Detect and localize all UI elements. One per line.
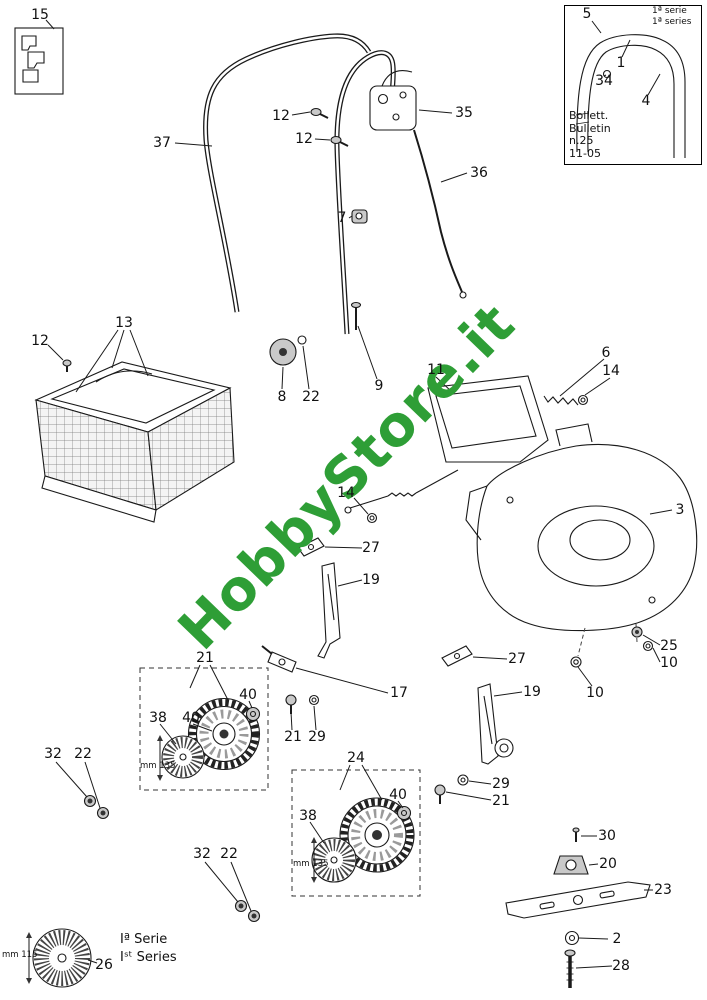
callout-32: 32: [44, 746, 62, 762]
callout-22: 22: [220, 846, 238, 862]
callout-38: 38: [149, 710, 167, 726]
lever-bolts-right: [434, 774, 492, 804]
callout-29: 29: [308, 729, 326, 745]
bulletin-note: Bollett. Bulletin n.25 11-05: [569, 109, 611, 160]
callout-21: 21: [196, 650, 214, 666]
callout-17: 17: [390, 685, 408, 701]
lever-bolts-left: [285, 694, 320, 731]
callout-12: 12: [272, 108, 290, 124]
handle-bolt: [350, 301, 378, 380]
callout-19: 19: [523, 684, 541, 700]
callout-21: 21: [284, 729, 302, 745]
callout-29: 29: [492, 776, 510, 792]
callout-23: 23: [654, 882, 672, 898]
fasteners-set-a: [55, 761, 110, 820]
callout-22: 22: [302, 389, 320, 405]
callout-11: 11: [427, 362, 445, 378]
handle-knob: [269, 335, 310, 390]
series-note-line2: Iˢᵗ Series: [120, 950, 177, 965]
handlebar: [174, 33, 396, 335]
wheel-diameter-note-right: mm 135: [293, 859, 329, 869]
callout-38: 38: [299, 808, 317, 824]
callout-10: 10: [586, 685, 604, 701]
callout-3: 3: [675, 502, 685, 518]
inset-panel-border: [564, 5, 702, 165]
callout-9: 9: [374, 378, 384, 394]
callout-35: 35: [455, 105, 473, 121]
wheel-kit-left: [139, 664, 269, 791]
callout-20: 20: [599, 856, 617, 872]
callout-32: 32: [193, 846, 211, 862]
callout-15: 15: [31, 7, 49, 23]
inset-handle-drawing: [575, 20, 686, 158]
bulletin-line: n.25: [569, 134, 594, 147]
callout-13: 13: [115, 315, 133, 331]
callout-2: 2: [612, 931, 622, 947]
callout-40: 40: [239, 687, 257, 703]
callout-27: 27: [362, 540, 380, 556]
blade-assembly: [505, 827, 653, 988]
callout-37: 37: [153, 135, 171, 151]
pivot-assembly: [261, 645, 389, 694]
callout-14: 14: [602, 363, 620, 379]
bulletin-line: Bulletin: [569, 121, 611, 135]
callout-40: 40: [389, 787, 407, 803]
callout-40: 40: [182, 710, 200, 726]
handle-screws: [291, 107, 349, 147]
deck-hardware: [570, 626, 661, 687]
wheel-diameter-note-left: mm 135: [140, 761, 176, 771]
callout-30: 30: [598, 828, 616, 844]
callout-25: 25: [660, 638, 678, 654]
series-disc: [26, 928, 98, 988]
callout-1: 1: [616, 55, 626, 71]
throttle-cable: [413, 129, 468, 299]
callout-21: 21: [492, 793, 510, 809]
callout-8: 8: [277, 389, 287, 405]
callout-6: 6: [601, 345, 611, 361]
rear-flap: [344, 375, 549, 524]
height-lever-left: [317, 562, 363, 659]
height-bracket-right: [441, 645, 508, 667]
clip-kit-box: [14, 19, 64, 95]
callout-4: 4: [641, 93, 651, 109]
inset-series-line1: 1ª serie: [652, 6, 687, 16]
callout-26: 26: [95, 957, 113, 973]
inset-number: 5: [582, 6, 592, 22]
bulletin-line: Bollett.: [569, 109, 609, 122]
series-note-line1: Iª Serie: [120, 932, 168, 947]
fasteners-set-b: [204, 861, 261, 923]
callout-34: 34: [595, 73, 613, 89]
callout-28: 28: [612, 958, 630, 974]
inset-series-line2: 1ª series: [652, 17, 692, 27]
callout-19: 19: [362, 572, 380, 588]
callout-12: 12: [295, 131, 313, 147]
callout-10: 10: [660, 655, 678, 671]
callout-22: 22: [74, 746, 92, 762]
engine-control-bracket: [369, 70, 453, 131]
flap-spring: [543, 358, 611, 406]
cable-clamp: [348, 209, 368, 224]
callout-24: 24: [347, 750, 365, 766]
disc-diameter-note: mm 115: [2, 950, 38, 960]
wheel-kit-right: [291, 764, 421, 897]
callout-27: 27: [508, 651, 526, 667]
callout-14: 14: [337, 485, 355, 501]
callout-12: 12: [31, 333, 49, 349]
bulletin-line: 11-05: [569, 146, 601, 160]
callout-36: 36: [470, 165, 488, 181]
height-bracket-left: [297, 537, 363, 557]
height-lever-right: [477, 683, 523, 765]
grass-catcher: [34, 329, 235, 523]
callout-7: 7: [337, 210, 347, 226]
mower-deck: [465, 423, 698, 657]
